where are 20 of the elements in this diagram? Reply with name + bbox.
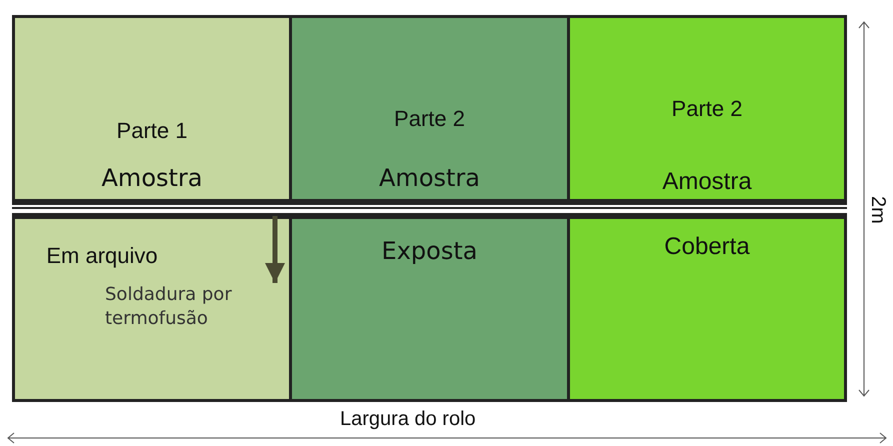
panel-label: Amostra <box>100 164 204 192</box>
panel-label: Exposta <box>380 237 478 265</box>
arrow <box>265 216 285 283</box>
seam-strip <box>12 202 847 216</box>
panel <box>12 15 292 202</box>
dimension-label: Largura do rolo <box>340 408 476 431</box>
panel <box>567 216 847 402</box>
panel <box>289 15 570 202</box>
panel <box>567 15 847 202</box>
panel <box>289 216 570 402</box>
panel-label: Amostra <box>378 164 481 192</box>
panel-heading: Parte 2 <box>670 96 744 122</box>
panel-heading: Parte 1 <box>116 118 188 144</box>
panel-label: Amostra <box>661 168 753 196</box>
panel-label: Coberta <box>663 233 751 261</box>
panel <box>12 216 292 402</box>
annotation-text: Soldadura por termofusão <box>105 283 233 331</box>
panel-label: Em arquivo <box>45 243 159 269</box>
panel-heading: Parte 2 <box>393 106 466 132</box>
dimension-label: 2m <box>868 196 888 224</box>
